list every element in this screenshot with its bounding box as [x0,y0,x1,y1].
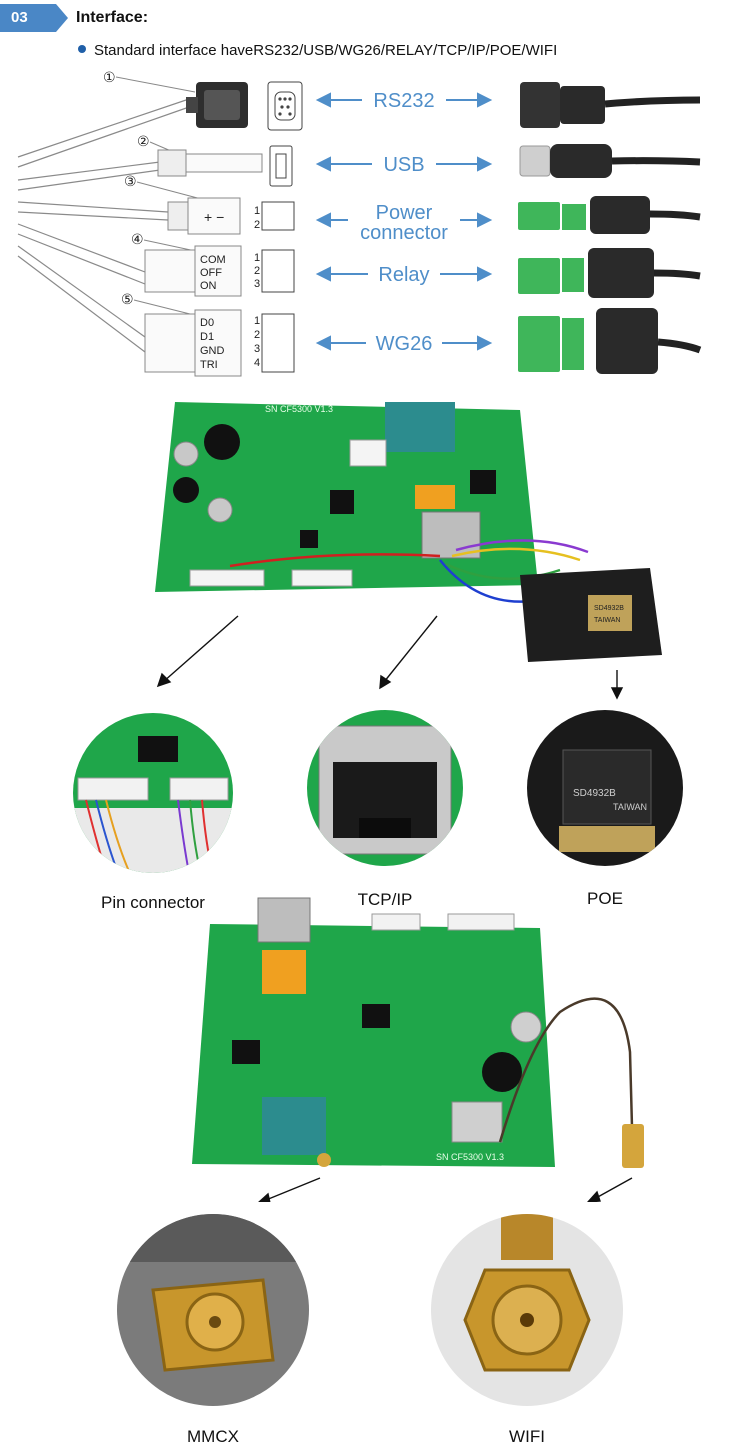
top-board-silk: SN CF5300 V1.3 [265,404,333,414]
interface-diagram: ① ② ③ ④ ⑤ + − [17,69,702,377]
wg26-terminal-d0: D0 [200,317,214,329]
bottom-board-silk: SN CF5300 V1.3 [436,1152,504,1162]
relay-terminal-on: ON [200,280,217,292]
relay-terminal-com: COM [200,254,226,266]
intro-text: Standard interface haveRS232/USB/WG26/RE… [94,42,558,59]
pin-connector-detail [73,713,233,873]
wg26-connector: D0 D1 GND TRI 1 2 3 4 [144,309,295,377]
usb-cable [519,144,701,178]
intro-bullet: Standard interface haveRS232/USB/WG26/RE… [78,42,557,59]
caption-wifi: WIFI [509,1427,545,1446]
poe-chip-label: SD4932B [573,788,616,799]
relay-pin-3: 3 [254,278,260,290]
relay-connector: COM OFF ON 1 2 3 [144,245,295,297]
mmcx-jack-icon [317,1153,331,1167]
relay-terminal-off: OFF [200,267,222,279]
bottom-relay-icon [262,950,306,994]
wg26-terminal-tri: TRI [200,359,218,371]
caption-tcpip: TCP/IP [357,890,413,909]
relay-pin-2: 2 [254,265,260,277]
caption-pin-connector: Pin connector [101,893,205,912]
callout-numbers: ① ② ③ ④ ⑤ [103,69,150,307]
pin-header-right [291,569,353,587]
bottom-buzzer-icon [482,1052,522,1092]
relay-pin-1: 1 [254,252,260,264]
leader-wires [17,97,193,353]
bottom-board-photo: SN CF5300 V1.3 [192,897,644,1202]
callout-2: ② [137,133,150,149]
rj45-icon [421,511,481,559]
label-relay: Relay [378,264,429,286]
badge-arrow-shape [0,4,68,32]
down-arrows [156,615,624,700]
power-cable [518,196,701,234]
inductor-icon [173,477,199,503]
wg26-pin-2: 2 [254,329,260,341]
callout-1: ① [103,69,116,85]
pin-header-left [189,569,265,587]
top-board-photo: SN CF5300 V1.3 SD4932B TAIWAN [155,402,662,700]
wifi-detail [431,1214,623,1406]
rs232-connector [186,81,303,131]
buzzer-icon [204,424,240,460]
relay-icon [415,485,455,509]
usb-connector [157,145,293,187]
callout-5: ⑤ [121,291,134,307]
bottom-wifi-module [262,1097,326,1155]
interface-arrows [315,92,493,351]
bullet-dot-icon [78,45,86,54]
section-title: Interface: [76,9,149,26]
top-poe-origin: TAIWAN [594,617,620,624]
label-power-line1: Power [376,202,433,224]
wg26-pin-3: 3 [254,343,260,355]
sma-connector-icon [622,1124,644,1168]
wifi-module [385,402,455,452]
capacitor-icon [173,441,199,467]
wg26-cable [518,308,702,374]
antenna-cable [498,997,634,1143]
bottom-rj45-icon [257,897,311,943]
top-poe-chip: SD4932B [594,605,624,612]
poe-detail: SD4932B TAIWAN [527,710,683,866]
caption-mmcx: MMCX [187,1427,239,1446]
chip-icon [330,490,354,514]
tcpip-detail [307,710,463,866]
section-badge: 03 [0,4,70,32]
poe-transformer-icon [588,595,632,631]
relay-cable [518,248,701,298]
section-header: 03 Interface: [0,0,750,40]
caption-poe: POE [587,889,623,908]
wg26-pin-4: 4 [254,357,260,369]
wg26-terminal-gnd: GND [200,345,225,357]
label-rs232: RS232 [373,90,434,112]
callout-3: ③ [124,173,137,189]
power-connector: + − 1 2 [167,197,295,235]
rs232-cable [520,82,701,128]
label-power-line2: connector [360,222,448,244]
poe-origin-label: TAIWAN [613,802,647,812]
wg26-terminal-d1: D1 [200,331,214,343]
label-usb: USB [383,154,424,176]
power-polarity: + − [204,209,224,225]
callout-4: ④ [131,231,144,247]
power-pin-1: 1 [254,205,260,217]
label-wg26: WG26 [376,333,433,355]
mmcx-detail [117,1214,309,1406]
wg26-pin-1: 1 [254,315,260,327]
section-number: 03 [11,9,28,26]
bottom-arrows [258,1177,633,1202]
power-pin-2: 2 [254,219,260,231]
